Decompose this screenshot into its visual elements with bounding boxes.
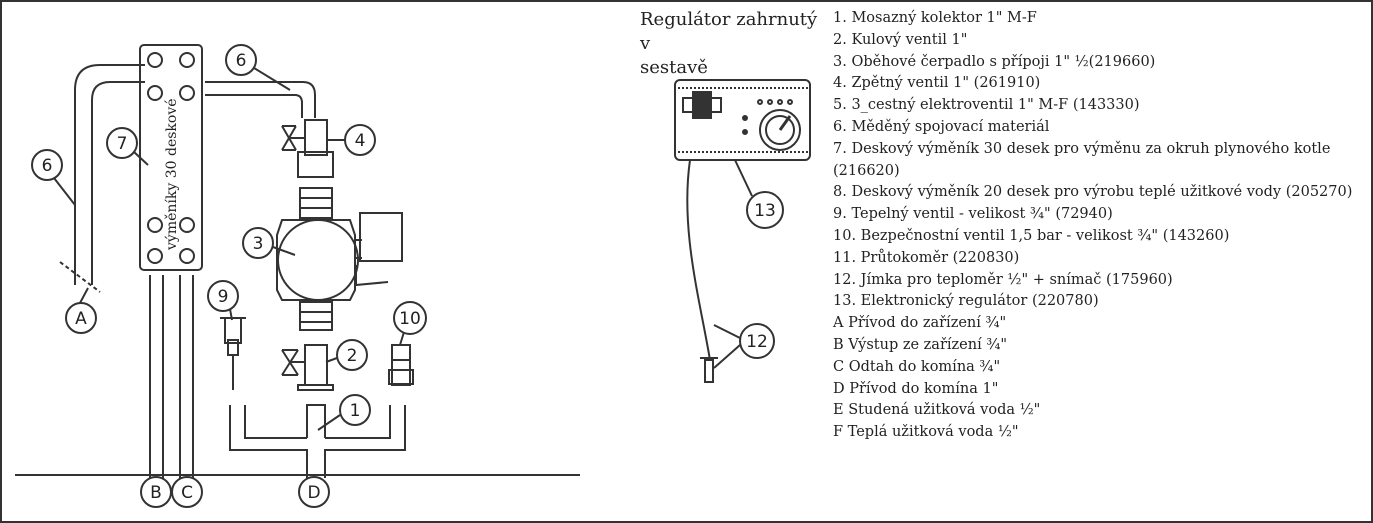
sensor-cable — [686, 159, 711, 361]
legend-item: 1. Mosazný kolektor 1" M-F — [833, 10, 1037, 26]
callout-6-left — [31, 149, 63, 181]
pipe-top — [205, 81, 316, 118]
callout-13 — [746, 191, 784, 229]
callout-2-label: 2 — [347, 346, 358, 366]
legend-item: 2. Kulový ventil 1" — [833, 31, 968, 48]
pump-union-bottom — [299, 301, 333, 331]
callout-12 — [739, 323, 775, 359]
check-valve-handle — [281, 125, 305, 151]
plate-exchanger-label: výměníky 30 deskové — [163, 98, 180, 251]
callout-7 — [106, 127, 138, 159]
callout-12-label: 12 — [746, 332, 768, 352]
legend-item: 10. Bezpečnostní ventil 1,5 bar - veliko… — [833, 227, 1230, 244]
callout-b-label: B — [150, 483, 162, 503]
callout-10-label: 10 — [399, 309, 421, 329]
legend-item: C Odtah do komína ¾" — [833, 358, 1001, 375]
legend-item: A Přívod do zařízení ¾" — [833, 315, 1007, 332]
plate-bolt — [179, 52, 195, 68]
legend-item: 3. Oběhové čerpadlo s přípoji 1" ½(21966… — [833, 53, 1156, 70]
callout-c — [171, 476, 203, 508]
callout-3 — [242, 227, 274, 259]
callout-c-label: C — [181, 483, 193, 503]
callout-a-label: A — [75, 309, 87, 329]
legend-item: 7. Deskový výměník 30 desek pro výměnu z… — [833, 140, 1331, 157]
brass-collector — [229, 404, 406, 478]
callout-6-top-label: 6 — [236, 51, 247, 71]
legend-item: 13. Elektronický regulátor (220780) — [833, 293, 1099, 310]
pump-union-top — [299, 187, 333, 219]
pipe-a-dashed-end — [59, 261, 101, 293]
sensor-well — [704, 359, 714, 383]
callout-4-label: 4 — [355, 131, 366, 151]
legend-item: 11. Průtokoměr (220830) — [833, 249, 1020, 266]
pump-volute — [277, 219, 359, 301]
plate-bolt — [179, 85, 195, 101]
legend-item: B Výstup ze zařízení ¾" — [833, 336, 1008, 353]
callout-6-top — [225, 44, 257, 76]
legend-item: E Studená užitková voda ½" — [833, 402, 1041, 419]
callout-13-label: 13 — [754, 201, 776, 221]
callout-1-label: 1 — [350, 401, 361, 421]
pump-motor — [359, 212, 403, 262]
legend-item: (216620) — [833, 162, 900, 179]
legend-item: D Přívod do komína 1" — [833, 380, 999, 397]
callout-d-label: D — [307, 483, 320, 503]
plate-bolt — [147, 52, 163, 68]
callout-9 — [207, 280, 239, 312]
callout-d — [298, 476, 330, 508]
pipe-c — [179, 275, 194, 478]
parts-legend: 1. Mosazný kolektor 1" M-F 2. Kulový vent… — [833, 8, 1352, 444]
regulator-caption: Regulátor zahrnutý v sestavě — [640, 9, 818, 78]
legend-item: 4. Zpětný ventil 1" (261910) — [833, 75, 1041, 92]
plate-bolt — [147, 248, 163, 264]
legend-item: 12. Jímka pro teploměr ½" + snímač (1759… — [833, 271, 1173, 288]
plate-bolt — [179, 217, 195, 233]
pipe-b — [149, 275, 164, 478]
check-valve-nut — [297, 151, 334, 178]
plate-bolt — [147, 85, 163, 101]
ball-valve — [304, 344, 328, 386]
legend-item: 6. Měděný spojovací materiál — [833, 118, 1050, 135]
check-valve — [304, 119, 328, 156]
electronic-regulator — [674, 79, 811, 161]
legend-item: 8. Deskový výměník 20 desek pro výrobu t… — [833, 184, 1353, 201]
plate-bolt — [179, 248, 195, 264]
pump-body — [276, 219, 356, 301]
ball-valve-handle — [281, 349, 305, 376]
callout-2 — [336, 339, 368, 371]
leader-lines — [53, 67, 753, 431]
legend-item: 5. 3_cestný elektroventil 1" M-F (143330… — [833, 97, 1140, 114]
callout-10 — [393, 301, 427, 335]
callout-3-label: 3 — [253, 234, 264, 254]
callout-7-label: 7 — [117, 134, 128, 154]
plate-bolt — [147, 217, 163, 233]
pipe-a — [74, 64, 145, 285]
legend-item: F Teplá užitková voda ½" — [833, 424, 1019, 441]
safety-valve — [391, 344, 411, 386]
callout-9-label: 9 — [218, 287, 229, 307]
callout-6-left-label: 6 — [42, 156, 53, 176]
callout-1 — [339, 394, 371, 426]
legend-item: 9. Tepelný ventil - velikost ¾" (72940) — [833, 206, 1113, 223]
